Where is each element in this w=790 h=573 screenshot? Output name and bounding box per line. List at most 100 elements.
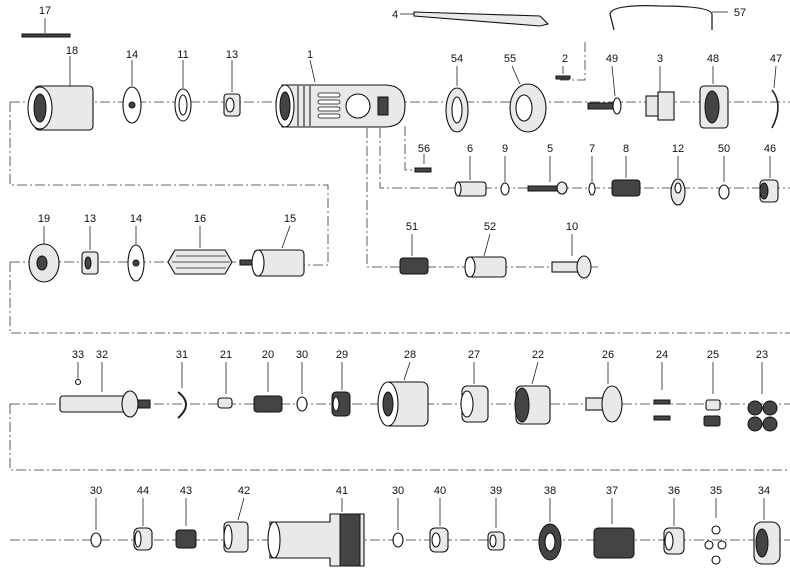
part-38-bearing: 38 <box>538 485 562 561</box>
label-38: 38 <box>544 485 556 497</box>
label-48: 48 <box>707 53 719 65</box>
label-36: 36 <box>668 485 680 497</box>
part-44-bushing: 44 <box>133 485 153 551</box>
label-42: 42 <box>238 485 250 497</box>
part-42-collet: 42 <box>223 485 250 553</box>
label-56: 56 <box>418 143 430 155</box>
label-13b: 13 <box>84 213 96 225</box>
label-9: 9 <box>502 143 508 155</box>
part-47-retaining-ring: 47 <box>770 53 782 129</box>
part-33-pin: 33 <box>72 349 84 386</box>
part-32-drive-shaft: 32 <box>59 349 151 418</box>
label-13a: 13 <box>226 49 238 61</box>
part-57-wire-hook: 57 <box>609 5 746 31</box>
part-41-chuck-housing: 41 <box>267 485 365 567</box>
part-51-spring: 51 <box>399 221 429 275</box>
part-35-balls: 35 <box>704 485 727 565</box>
label-43: 43 <box>180 485 192 497</box>
part-4-lever: 4 <box>392 9 550 27</box>
part-7-o-ring: 7 <box>588 143 596 196</box>
label-33: 33 <box>72 349 84 361</box>
part-5-valve-stem: 5 <box>527 143 568 195</box>
label-26: 26 <box>602 349 614 361</box>
label-24: 24 <box>656 349 668 361</box>
label-17: 17 <box>39 5 51 17</box>
part-17-pin: 17 <box>21 5 71 38</box>
label-51: 51 <box>406 221 418 233</box>
part-2-pin: 2 <box>555 53 571 80</box>
part-48-filter: 48 <box>699 53 729 129</box>
label-19: 19 <box>38 213 50 225</box>
label-46: 46 <box>764 143 776 155</box>
label-4: 4 <box>392 9 398 21</box>
part-40-washer: 40 <box>429 485 449 553</box>
label-55: 55 <box>504 53 516 65</box>
label-29: 29 <box>336 349 348 361</box>
part-26-planet-carrier: 26 <box>585 349 623 423</box>
part-14-rotor-plate: 14 <box>122 49 142 124</box>
part-49-screw: 49 <box>587 53 622 115</box>
part-6-sleeve: 6 <box>454 143 487 197</box>
part-43-spring: 43 <box>175 485 197 549</box>
label-7: 7 <box>589 143 595 155</box>
label-31: 31 <box>176 349 188 361</box>
part-56-pin: 56 <box>414 143 432 173</box>
label-30a: 30 <box>296 349 308 361</box>
label-52: 52 <box>484 221 496 233</box>
part-24-pins: 24 <box>653 349 671 421</box>
label-14b: 14 <box>130 213 142 225</box>
label-39: 39 <box>490 485 502 497</box>
part-46-cap: 46 <box>759 143 779 203</box>
part-30-o-ring-b: 30 <box>90 485 102 548</box>
part-30-o-ring-a: 30 <box>296 349 308 412</box>
part-28-housing-cap: 28 <box>377 349 429 427</box>
part-14-rotor-plate-b: 14 <box>127 213 145 282</box>
part-13-bearing: 13 <box>223 49 241 117</box>
label-54: 54 <box>451 53 463 65</box>
part-10-valve-plug: 10 <box>551 221 592 279</box>
label-41: 41 <box>336 485 348 497</box>
label-44: 44 <box>137 485 149 497</box>
part-55-valve-body: 55 <box>504 53 547 133</box>
label-1: 1 <box>307 49 313 61</box>
part-8-spring: 8 <box>611 143 641 197</box>
label-30b: 30 <box>90 485 102 497</box>
label-28: 28 <box>404 349 416 361</box>
label-20: 20 <box>262 349 274 361</box>
part-34-chuck-nose: 34 <box>753 485 781 565</box>
part-20-spring: 20 <box>253 349 283 413</box>
label-3: 3 <box>657 53 663 65</box>
part-21-pin: 21 <box>217 349 233 409</box>
part-19-end-plate: 19 <box>28 213 60 283</box>
part-31-snap-ring: 31 <box>176 349 188 419</box>
label-40: 40 <box>434 485 446 497</box>
label-11: 11 <box>177 49 188 61</box>
part-54-gasket: 54 <box>445 53 469 133</box>
part-23-planet-gears: 23 <box>747 349 778 432</box>
label-32: 32 <box>96 349 108 361</box>
label-47: 47 <box>770 53 782 65</box>
part-25-needle-bearings: 25 <box>703 349 721 427</box>
label-50: 50 <box>718 143 730 155</box>
label-15: 15 <box>284 213 296 225</box>
label-18: 18 <box>66 45 78 57</box>
part-37-spring: 37 <box>593 485 635 559</box>
label-22: 22 <box>532 349 544 361</box>
part-1-housing: 1 <box>275 49 406 128</box>
label-57: 57 <box>734 7 746 19</box>
label-8: 8 <box>623 143 629 155</box>
label-34: 34 <box>758 485 770 497</box>
label-35: 35 <box>710 485 722 497</box>
part-18-cylinder: 18 <box>27 45 94 131</box>
label-12: 12 <box>672 143 684 155</box>
part-22-gear-ring: 22 <box>514 349 551 425</box>
part-15-rotor: 15 <box>239 213 305 277</box>
part-29-nut: 29 <box>331 349 351 417</box>
part-16-rotor-blades: 16 <box>167 213 233 275</box>
part-13-bearing-b: 13 <box>81 213 99 275</box>
label-25: 25 <box>707 349 719 361</box>
label-16: 16 <box>194 213 206 225</box>
label-27: 27 <box>468 349 480 361</box>
label-23: 23 <box>756 349 768 361</box>
